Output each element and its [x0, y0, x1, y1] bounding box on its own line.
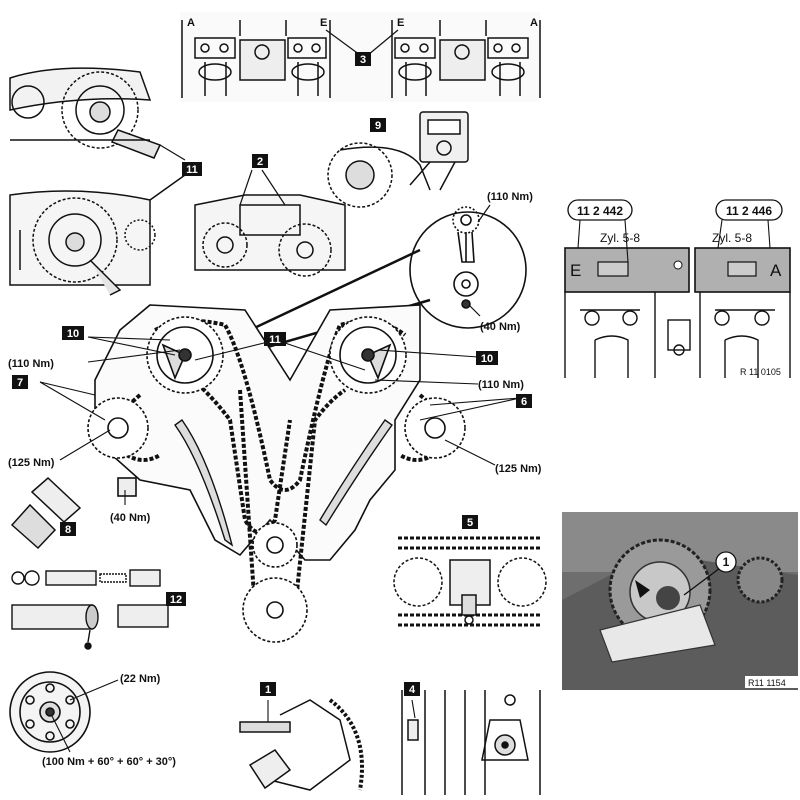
callout-5: 5 — [467, 517, 473, 529]
flywheel-lock-detail — [239, 698, 364, 791]
callout-11-top: 11 — [186, 164, 198, 176]
main-leader-lines — [39, 336, 521, 505]
callout-4: 4 — [409, 684, 416, 696]
callout-7-box — [12, 375, 28, 389]
callout-3: 3 — [360, 54, 366, 66]
callout-4-box — [404, 682, 420, 696]
cam-detail-label-e-right: E — [397, 17, 404, 29]
callout-6-box — [516, 394, 532, 408]
torque-label-tensioner-40: (40 Nm) — [110, 512, 151, 524]
callout-11-box-top — [182, 162, 202, 176]
cylinder-label-right: Zyl. 5-8 — [712, 231, 752, 245]
callout-1-box — [260, 682, 276, 696]
special-tool-panel — [560, 196, 792, 380]
tool-letter-a: A — [770, 261, 782, 280]
tensioner-detail-lower — [9, 174, 186, 296]
sprockets — [87, 316, 466, 643]
cam-detail-label-a-right: A — [530, 17, 538, 29]
cam-detail-label-a-left: A — [187, 17, 195, 29]
torque-label-left-cam-125: (125 Nm) — [8, 457, 55, 469]
callout-8: 8 — [65, 524, 71, 536]
tool-number-right: 11 2 446 — [726, 204, 772, 218]
cam-cover-detail — [194, 169, 346, 277]
tensioner-parts-detail — [11, 569, 169, 650]
callout-12-box — [166, 592, 186, 606]
torque-label-right-cam-125: (125 Nm) — [495, 463, 542, 475]
photo-panel — [562, 512, 798, 690]
cam-bearing-detail — [401, 690, 541, 795]
callout-3-box — [355, 52, 371, 66]
chain-guides — [174, 419, 393, 547]
callout-1: 1 — [265, 684, 271, 696]
callout-9-box — [370, 118, 386, 132]
torque-label-pulley-22: (22 Nm) — [120, 673, 161, 685]
tool-number-left: 11 2 442 — [577, 204, 623, 218]
torque-label-zoom-110: (110 Nm) — [487, 191, 533, 203]
measurement-detail — [327, 111, 469, 208]
callout-5-box — [462, 515, 478, 529]
torque-label-right-cam-110: (110 Nm) — [478, 379, 524, 391]
callout-2: 2 — [257, 156, 263, 168]
callout-10-left: 10 — [67, 328, 79, 340]
photo-panel-ref: R11 1154 — [748, 678, 786, 688]
callout-11-box-main — [264, 332, 286, 346]
callout-2-box — [252, 154, 268, 168]
callout-10-box-right — [476, 351, 498, 365]
callout-11-main: 11 — [269, 334, 281, 346]
torque-label-pulley-center: (100 Nm + 60° + 60° + 30°) — [42, 756, 176, 768]
torque-label-zoom-40: (40 Nm) — [480, 321, 521, 333]
chain-guide-detail — [393, 536, 547, 627]
tensioner-bolt-detail — [10, 476, 82, 550]
photo-callout-1: 1 — [723, 555, 730, 569]
cam-detail-top — [180, 12, 541, 102]
callout-6: 6 — [521, 396, 527, 408]
callout-8-box — [60, 522, 76, 536]
callout-10-right: 10 — [481, 353, 493, 365]
tensioner-detail-upper — [9, 67, 186, 161]
tool-panel-ref: R 11 0105 — [740, 367, 781, 377]
tool-letter-e: E — [570, 261, 581, 280]
torque-label-left-cam-110: (110 Nm) — [8, 358, 54, 370]
vibration-damper-pulley — [9, 671, 119, 753]
cam-detail-label-e-left: E — [320, 17, 327, 29]
callout-7: 7 — [17, 377, 23, 389]
callout-10-box-left — [62, 326, 84, 340]
callout-9: 9 — [375, 120, 381, 132]
callout-12: 12 — [170, 594, 182, 606]
cylinder-label-left: Zyl. 5-8 — [600, 231, 640, 245]
